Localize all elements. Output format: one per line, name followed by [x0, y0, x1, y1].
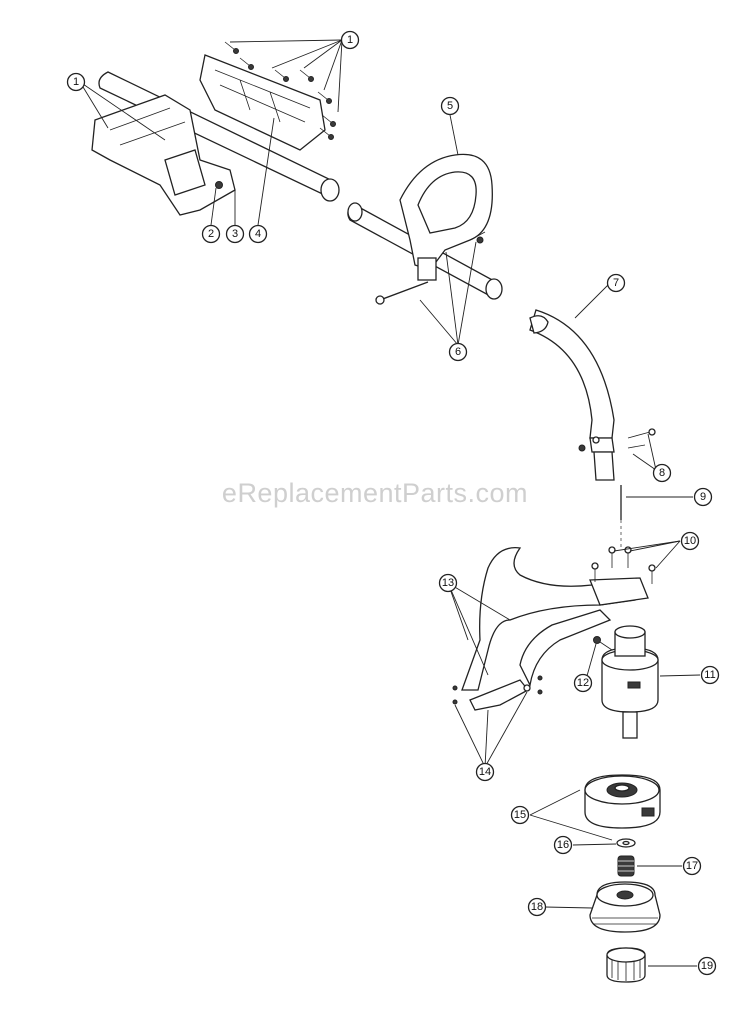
svg-text:5: 5	[447, 100, 453, 112]
svg-text:12: 12	[577, 677, 589, 689]
washer	[616, 838, 636, 848]
svg-text:8: 8	[659, 467, 665, 479]
watermark: eReplacementParts.com	[221, 478, 529, 508]
callout-12: 12	[573, 673, 593, 693]
line-cutter-blade	[452, 675, 543, 711]
handle-bolt	[375, 281, 429, 305]
callout-14: 14	[475, 762, 495, 782]
callout-5: 5	[440, 96, 460, 116]
callout-17: 17	[682, 856, 702, 876]
callout-19: 19	[697, 956, 717, 976]
callout-10: 10	[680, 531, 700, 551]
callout-8: 8	[652, 463, 672, 483]
svg-text:17: 17	[686, 860, 698, 872]
callout-15: 15	[510, 805, 530, 825]
callout-1-top: 1	[340, 30, 360, 50]
guard	[461, 547, 649, 691]
callout-4: 4	[248, 224, 268, 244]
callout-16: 16	[553, 835, 573, 855]
svg-text:7: 7	[613, 277, 619, 289]
svg-text:1: 1	[347, 34, 353, 46]
svg-text:6: 6	[455, 346, 461, 358]
svg-text:18: 18	[531, 901, 543, 913]
callout-18: 18	[527, 897, 547, 917]
bump-knob	[606, 947, 646, 983]
callout-9: 9	[693, 487, 713, 507]
callout-3: 3	[225, 224, 245, 244]
spool	[589, 881, 661, 933]
svg-text:15: 15	[514, 809, 526, 821]
svg-text:16: 16	[557, 839, 569, 851]
spool-housing	[584, 774, 661, 829]
svg-text:3: 3	[232, 228, 238, 240]
callout-6: 6	[448, 342, 468, 362]
drive-housing	[601, 625, 659, 739]
svg-text:9: 9	[700, 491, 706, 503]
shaft-screws	[578, 428, 656, 452]
assist-handle	[399, 153, 493, 281]
svg-text:1: 1	[73, 76, 79, 88]
svg-text:2: 2	[208, 228, 214, 240]
housing-half-left	[91, 94, 236, 216]
callout-7: 7	[606, 273, 626, 293]
spring	[617, 855, 635, 877]
curved-shaft	[529, 309, 615, 481]
callout-2: 2	[201, 224, 221, 244]
svg-text:4: 4	[255, 228, 261, 240]
guard-screws	[591, 546, 656, 584]
housing-half-right	[199, 54, 326, 151]
callout-1-left: 1	[66, 72, 86, 92]
svg-text:11: 11	[704, 669, 715, 681]
housing-screws	[215, 41, 336, 189]
callout-13: 13	[438, 573, 458, 593]
leader-lines	[79, 39, 701, 967]
housing-screw-12	[593, 636, 613, 651]
svg-text:14: 14	[479, 766, 491, 778]
svg-text:19: 19	[701, 960, 713, 972]
svg-text:10: 10	[684, 535, 696, 547]
callout-11: 11	[700, 665, 720, 685]
svg-text:13: 13	[442, 577, 454, 589]
